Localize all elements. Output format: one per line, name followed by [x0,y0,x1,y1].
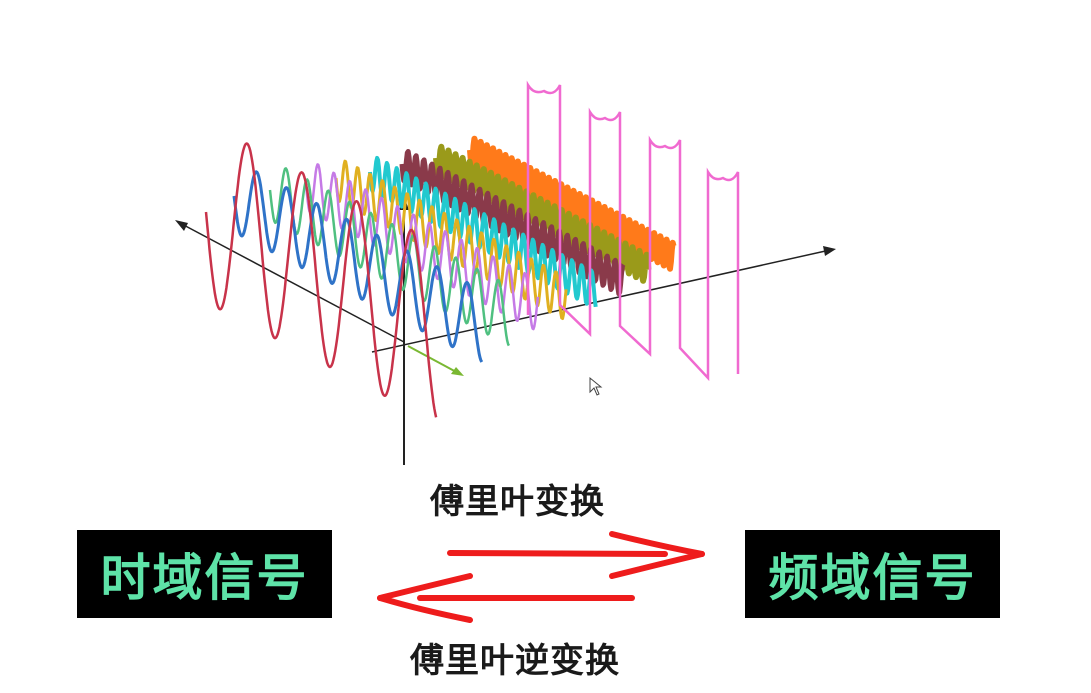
square-wave [526,80,740,382]
sine-component [304,163,540,331]
sine-component [204,142,438,418]
time-domain-label: 时域信号 [100,549,309,607]
fourier-3d-figure [175,80,836,465]
sine-component [433,143,652,284]
time-axis [177,221,405,343]
frequency-domain-label: 频域信号 [768,549,977,607]
square-wave-line [526,80,740,382]
time-axis-arrowhead [175,220,188,231]
transform-arrows [377,531,705,623]
sine-components [204,135,677,418]
mouse-pointer-icon [589,376,603,396]
inverse-arrow [377,573,635,623]
frequency-axis-arrowhead [823,246,836,256]
frequency-domain-box: 频域信号 [745,530,1000,618]
phase-axis [407,345,461,375]
sine-component [232,170,484,363]
fourier-transform-label: 傅里叶变换 [430,482,605,522]
sine-component [467,135,677,272]
forward-arrow [447,531,705,579]
sine-component [399,149,626,297]
inverse-fourier-transform-label: 傅里叶逆变换 [410,641,620,681]
phase-axis-arrowhead [451,367,464,376]
time-domain-box: 时域信号 [77,530,332,618]
sine-component [268,167,511,347]
